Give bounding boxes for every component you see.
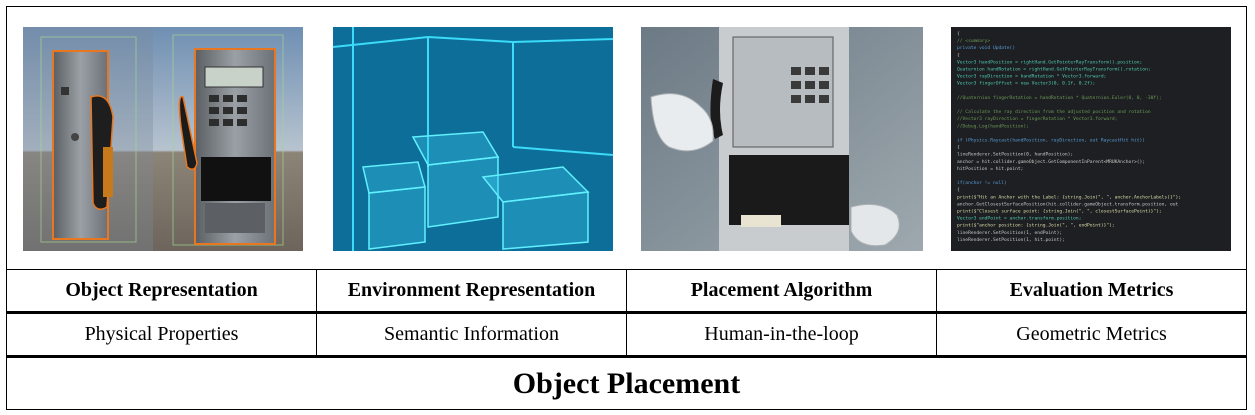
vr-hand-payphone-render	[641, 27, 923, 251]
code-line: {	[957, 187, 960, 193]
property-human-in-the-loop: Human-in-the-loop	[627, 314, 937, 355]
property-row: Physical Properties Semantic Information…	[7, 311, 1246, 355]
room-wireframe-render	[333, 27, 613, 251]
code-line: //Vector3 rayDirection = fingerRotation …	[957, 116, 1117, 122]
code-line: // Calculate the ray direction from the …	[957, 109, 1151, 115]
code-line: Vector3 handPosition = rightHand.GetPoin…	[957, 59, 1142, 65]
code-line: //Quaternion fingerRotation = handRotati…	[957, 95, 1162, 101]
code-line: {	[957, 145, 960, 151]
code-line: lineRenderer.SetPosition(1, endPoint);	[957, 230, 1062, 236]
code-line: Vector3 fingerOffset = new Vector3(0, 0.…	[957, 81, 1095, 87]
code-line: Vector3 rayDirection = handRotation * Ve…	[957, 74, 1106, 80]
code-line: print($"anchor position: {string.Join(",…	[957, 223, 1115, 229]
code-line: private void Update()	[957, 45, 1015, 51]
property-semantic-information: Semantic Information	[317, 314, 627, 355]
object-placement-diagram: { // <summary> private void Update() { V…	[6, 6, 1247, 410]
object-representation-image	[23, 27, 303, 251]
footer-title: Object Placement	[7, 355, 1246, 409]
code-editor-screenshot: { // <summary> private void Update() { V…	[951, 27, 1231, 251]
code-line: if (Physics.Raycast(handPosition, rayDir…	[957, 138, 1145, 144]
image-strip: { // <summary> private void Update() { V…	[7, 7, 1246, 269]
code-line: {	[957, 31, 960, 37]
category-header-row: Object Representation Environment Repres…	[7, 269, 1246, 311]
code-line: print($"Closest surface point: {string.J…	[957, 209, 1162, 215]
code-line: //Debug.Log(handPosition);	[957, 123, 1029, 129]
code-line: Quaternion handRotation = rightHand.GetP…	[957, 67, 1151, 73]
property-geometric-metrics: Geometric Metrics	[1016, 323, 1167, 345]
code-line: {	[957, 52, 960, 58]
placement-algorithm-image	[641, 27, 923, 251]
code-line: // <summary>	[957, 38, 990, 44]
code-line: hitPosition = hit.point;	[957, 166, 1023, 172]
code-line: lineRenderer.SetPosition(0, handPosition…	[957, 152, 1073, 158]
code-line: anchor.GetClosestSurfacePosition(hit.col…	[957, 201, 1178, 207]
code-line: Vector3 endPoint = anchor.transform.posi…	[957, 216, 1081, 222]
header-evaluation-metrics: Evaluation Metrics	[1009, 279, 1174, 301]
environment-representation-image	[333, 27, 613, 251]
code-line: lineRenderer.SetPosition(1, hit.point);	[957, 237, 1065, 243]
code-line: anchor = hit.collider.gameObject.GetComp…	[957, 159, 1145, 165]
evaluation-metrics-image: { // <summary> private void Update() { V…	[951, 27, 1231, 251]
header-placement-algorithm: Placement Algorithm	[627, 270, 937, 311]
header-environment-representation: Environment Representation	[317, 270, 627, 311]
code-line: print($"Hit an Anchor with the Label: {s…	[957, 194, 1181, 200]
property-physical-properties: Physical Properties	[7, 314, 317, 355]
code-line: if(anchor != null)	[957, 180, 1007, 186]
payphone-bounding-box-render	[23, 27, 303, 251]
header-object-representation: Object Representation	[7, 270, 317, 311]
